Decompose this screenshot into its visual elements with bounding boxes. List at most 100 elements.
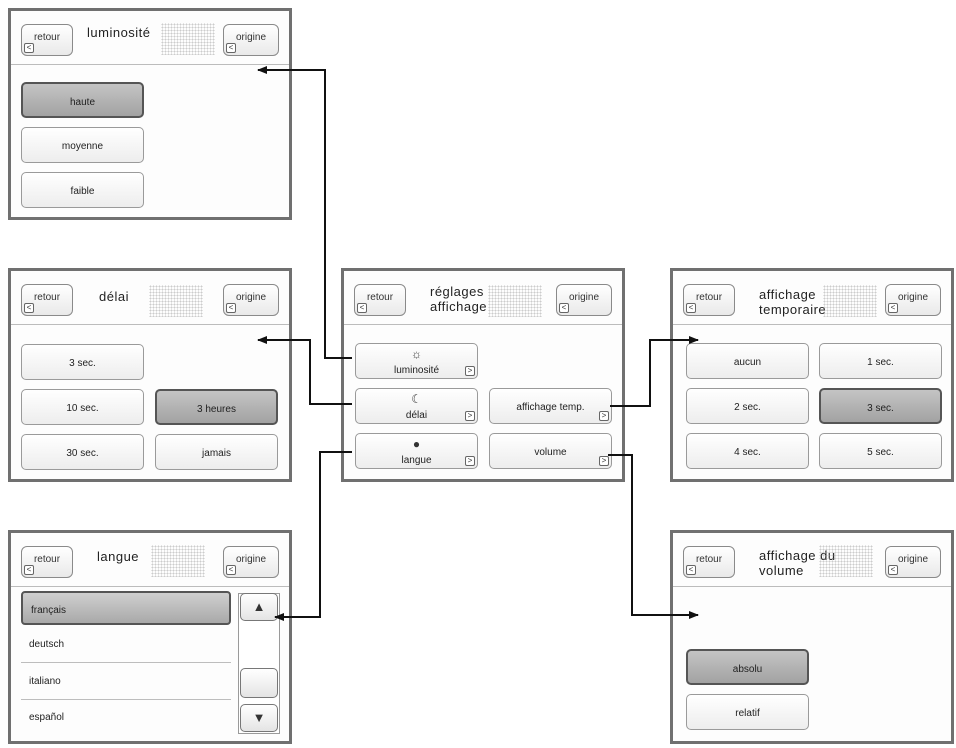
chevron-left-icon: < (226, 43, 236, 53)
screen-header: retour < luminosité origine < (11, 11, 289, 65)
luminosite-button[interactable]: ☼ luminosité > (355, 343, 478, 379)
dot-pattern (161, 23, 215, 55)
option-2-sec[interactable]: 2 sec. (686, 388, 809, 424)
screen-title-line1: réglages (430, 284, 484, 299)
origine-label: origine (235, 32, 267, 43)
moon-icon: ☾ (411, 392, 422, 406)
chevron-left-icon: < (24, 303, 34, 313)
scroll-thumb[interactable] (240, 668, 278, 698)
chevron-right-icon: > (465, 366, 475, 376)
button-label: luminosité (393, 365, 440, 376)
dot-pattern (819, 545, 873, 577)
sun-icon: ☼ (411, 347, 422, 361)
scroll-down-button[interactable]: ▼ (240, 704, 278, 732)
chevron-left-icon: < (24, 43, 34, 53)
screen-title: luminosité (87, 25, 151, 40)
chevron-left-icon: < (226, 565, 236, 575)
speech-bubble-icon: ● (412, 437, 421, 451)
option-3-sec[interactable]: 3 sec. (21, 344, 144, 380)
origine-button[interactable]: origine < (885, 284, 941, 316)
screen-title-line1: affichage du (759, 548, 836, 563)
option-moyenne[interactable]: moyenne (21, 127, 144, 163)
option-aucun[interactable]: aucun (686, 343, 809, 379)
screen-header: retour < affichage temporaire origine < (673, 271, 951, 325)
chevron-right-icon: > (599, 411, 609, 421)
option-30-sec[interactable]: 30 sec. (21, 434, 144, 470)
chevron-right-icon: > (465, 411, 475, 421)
origine-label: origine (897, 292, 929, 303)
option-absolu[interactable]: absolu (686, 649, 809, 685)
chevron-right-icon: > (465, 456, 475, 466)
retour-label: retour (695, 554, 723, 565)
language-item-francais[interactable]: français (21, 591, 231, 625)
chevron-left-icon: < (888, 565, 898, 575)
origine-button[interactable]: origine < (556, 284, 612, 316)
affichage-temporaire-screen: retour < affichage temporaire origine < … (670, 268, 954, 482)
dot-pattern (149, 285, 203, 317)
option-label: 2 sec. (734, 402, 761, 413)
origine-label: origine (235, 292, 267, 303)
option-jamais[interactable]: jamais (155, 434, 278, 470)
dot-pattern (823, 285, 877, 317)
dot-pattern (488, 285, 542, 317)
langue-button[interactable]: ● langue > (355, 433, 478, 469)
retour-label: retour (33, 32, 61, 43)
language-item-deutsch[interactable]: deutsch (21, 627, 231, 663)
reglages-affichage-screen: retour < réglages affichage origine < ☼ … (341, 268, 625, 482)
option-faible[interactable]: faible (21, 172, 144, 208)
language-label: italiano (29, 676, 61, 687)
connector-delai (257, 336, 352, 405)
option-label: 3 sec. (867, 403, 894, 414)
option-relatif[interactable]: relatif (686, 694, 809, 730)
option-4-sec[interactable]: 4 sec. (686, 433, 809, 469)
screen-header: retour < délai origine < (11, 271, 289, 325)
screen-title-line2: affichage (430, 299, 488, 314)
option-label: 5 sec. (867, 447, 894, 458)
option-label: 1 sec. (867, 357, 894, 368)
arrow-up-icon: ▲ (252, 599, 266, 614)
option-10-sec[interactable]: 10 sec. (21, 389, 144, 425)
option-label: jamais (202, 448, 231, 459)
chevron-left-icon: < (357, 303, 367, 313)
retour-button[interactable]: retour < (21, 546, 73, 578)
delai-button[interactable]: ☾ délai > (355, 388, 478, 424)
option-label: relatif (735, 708, 760, 719)
scroll-up-button[interactable]: ▲ (240, 593, 278, 621)
dot-pattern (151, 545, 205, 577)
retour-button[interactable]: retour < (21, 24, 73, 56)
chevron-left-icon: < (226, 303, 236, 313)
origine-button[interactable]: origine < (223, 284, 279, 316)
connector-luminosite (257, 66, 352, 359)
button-label: affichage temp. (516, 402, 585, 413)
retour-button[interactable]: retour < (354, 284, 406, 316)
option-5-sec[interactable]: 5 sec. (819, 433, 942, 469)
origine-button[interactable]: origine < (223, 24, 279, 56)
language-label: français (31, 605, 67, 616)
retour-button[interactable]: retour < (683, 284, 735, 316)
button-label: langue (401, 455, 432, 466)
language-item-italiano[interactable]: italiano (21, 664, 231, 700)
option-label: 30 sec. (66, 448, 99, 459)
retour-button[interactable]: retour < (21, 284, 73, 316)
chevron-left-icon: < (24, 565, 34, 575)
volume-button[interactable]: volume > (489, 433, 612, 469)
option-3-heures[interactable]: 3 heures (155, 389, 278, 425)
button-label: volume (534, 447, 567, 458)
option-3-sec[interactable]: 3 sec. (819, 388, 942, 424)
option-haute[interactable]: haute (21, 82, 144, 118)
screen-header: retour < affichage du volume origine < (673, 533, 951, 587)
screen-title: délai (99, 289, 129, 304)
screen-title-line2: temporaire (759, 302, 827, 317)
retour-button[interactable]: retour < (683, 546, 735, 578)
language-label: deutsch (29, 639, 65, 650)
option-label: 10 sec. (66, 403, 99, 414)
connector-langue (274, 451, 352, 621)
option-1-sec[interactable]: 1 sec. (819, 343, 942, 379)
screen-header: retour < langue origine < (11, 533, 289, 587)
language-item-espanol[interactable]: español (21, 700, 231, 736)
retour-label: retour (33, 554, 61, 565)
origine-button[interactable]: origine < (223, 546, 279, 578)
origine-button[interactable]: origine < (885, 546, 941, 578)
retour-label: retour (695, 292, 723, 303)
chevron-left-icon: < (686, 565, 696, 575)
